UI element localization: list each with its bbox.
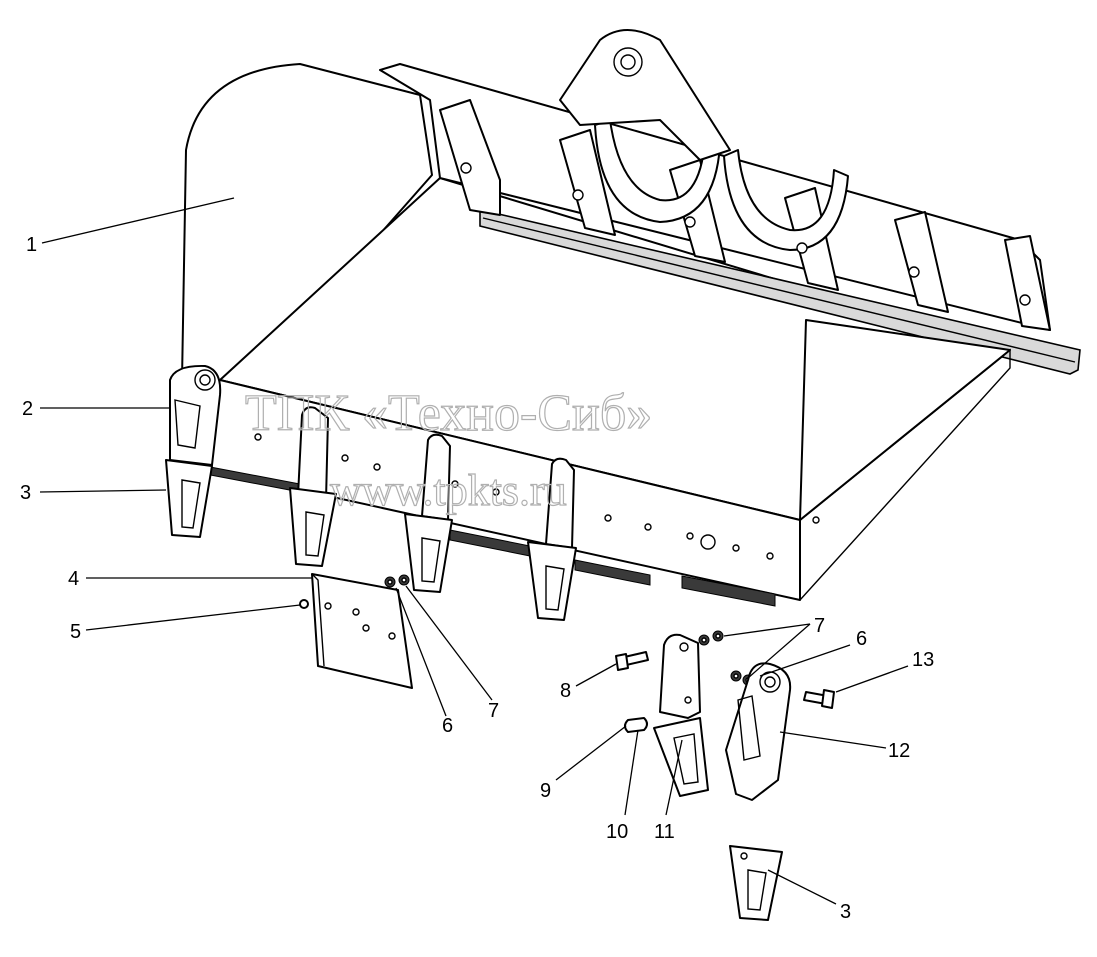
callout-13: 13	[912, 649, 934, 671]
callout-5: 5	[70, 621, 81, 643]
side-adapter	[169, 364, 222, 466]
watermark: ТПК «Техно-Сиб» www.tpkts.ru	[244, 384, 652, 515]
watermark-url: www.tpkts.ru	[330, 466, 567, 515]
bucket-body	[181, 29, 1081, 607]
callout-3: 3	[20, 482, 31, 504]
callout-9: 9	[540, 780, 551, 802]
callout-7: 7	[488, 700, 499, 722]
callout-2: 2	[22, 398, 33, 420]
callout-12: 12	[888, 740, 910, 762]
callout-labels: 1 2 3 4 5 6 7 7 6 13 8 12 9 10 11 3	[20, 234, 934, 923]
callout-8: 8	[560, 680, 571, 702]
nut-washer-plate	[384, 574, 410, 588]
bolt-5	[299, 599, 309, 609]
callout-11: 11	[654, 821, 675, 843]
callout-10: 10	[606, 821, 628, 843]
callout-1: 1	[26, 234, 37, 256]
callout-6: 6	[442, 715, 453, 737]
watermark-title: ТПК «Техно-Сиб»	[245, 385, 652, 442]
wear-plate	[311, 573, 413, 689]
callout-4: 4	[68, 568, 79, 590]
exploded-assembly	[615, 630, 835, 921]
callout-7-assembly: 7	[814, 615, 825, 637]
callout-3-loose: 3	[840, 901, 851, 923]
mounted-teeth	[165, 406, 577, 621]
callout-6-assembly: 6	[856, 628, 867, 650]
leader-lines	[39, 197, 909, 905]
